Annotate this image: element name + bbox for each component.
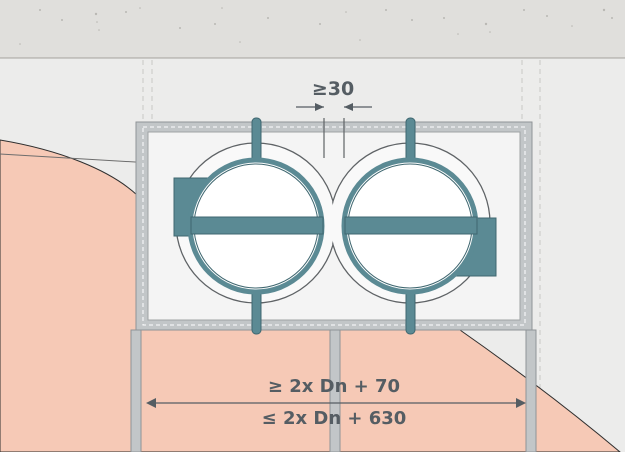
clamp-bar-right (344, 216, 478, 235)
rod-right-top (405, 117, 416, 164)
ceiling-slab (0, 0, 625, 58)
clamp-bar-left (190, 216, 324, 235)
guide-lines (142, 60, 541, 452)
rod-left-bottom (251, 287, 262, 335)
gap-dimension (296, 103, 372, 111)
support-post-right (525, 329, 537, 452)
width-dimension (146, 398, 526, 408)
rod-right-bottom (405, 287, 416, 335)
ceiling-texture (19, 7, 613, 45)
threaded-rods (251, 117, 416, 335)
seal-panel-inner (142, 126, 526, 326)
rod-left-top (251, 117, 262, 164)
width-max-label: ≤ 2x Dn + 630 (262, 408, 407, 429)
support-post-left (130, 329, 142, 452)
gap-lines (323, 118, 345, 158)
width-min-label: ≥ 2x Dn + 70 (268, 376, 400, 397)
gap-min-label: ≥30 (312, 78, 354, 100)
